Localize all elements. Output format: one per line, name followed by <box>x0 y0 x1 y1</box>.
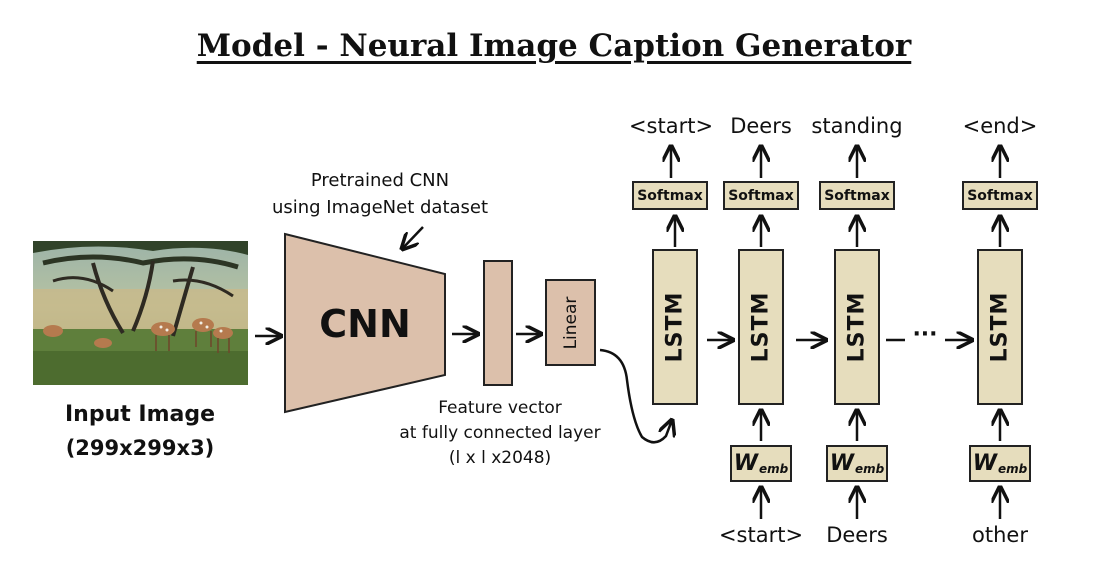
cnn-block <box>284 232 446 414</box>
page-title: Model - Neural Image Caption Generator <box>196 28 912 64</box>
input-word-3: other <box>972 523 1028 547</box>
linear-label: Linear <box>560 296 581 349</box>
output-word-4: <end> <box>962 114 1038 138</box>
input-word-2: Deers <box>826 523 888 547</box>
lstm-cell-1: LSTM <box>652 249 698 405</box>
feature-vector-bar <box>483 260 513 386</box>
annotation-arrow <box>402 226 424 249</box>
feature-line1: Feature vector <box>438 398 562 418</box>
ellipsis: ··· <box>912 322 938 347</box>
softmax-1: Softmax <box>632 181 708 210</box>
lstm-cell-2: LSTM <box>738 249 784 405</box>
softmax-4: Softmax <box>962 181 1038 210</box>
arrow-linear-to-lstm <box>599 348 672 444</box>
cnn-annotation-line1: Pretrained CNN <box>310 170 450 191</box>
linear-block: Linear <box>545 279 596 366</box>
input-word-1: <start> <box>718 523 804 547</box>
feature-line3: (l x l x2048) <box>448 448 552 468</box>
input-image-label: Input Image <box>64 402 216 427</box>
output-word-3: standing <box>811 114 903 138</box>
feature-line2: at fully connected layer <box>399 423 601 443</box>
output-word-1: <start> <box>628 114 714 138</box>
input-photo <box>33 241 248 385</box>
lstm-cell-3: LSTM <box>834 249 880 405</box>
output-word-2: Deers <box>730 114 792 138</box>
input-image-size: (299x299x3) <box>65 436 215 460</box>
softmax-2: Softmax <box>723 181 799 210</box>
softmax-3: Softmax <box>819 181 895 210</box>
cnn-annotation-line2: using ImageNet dataset <box>271 197 489 218</box>
lstm-cell-4: LSTM <box>977 249 1023 405</box>
cnn-label: CNN <box>319 302 411 346</box>
